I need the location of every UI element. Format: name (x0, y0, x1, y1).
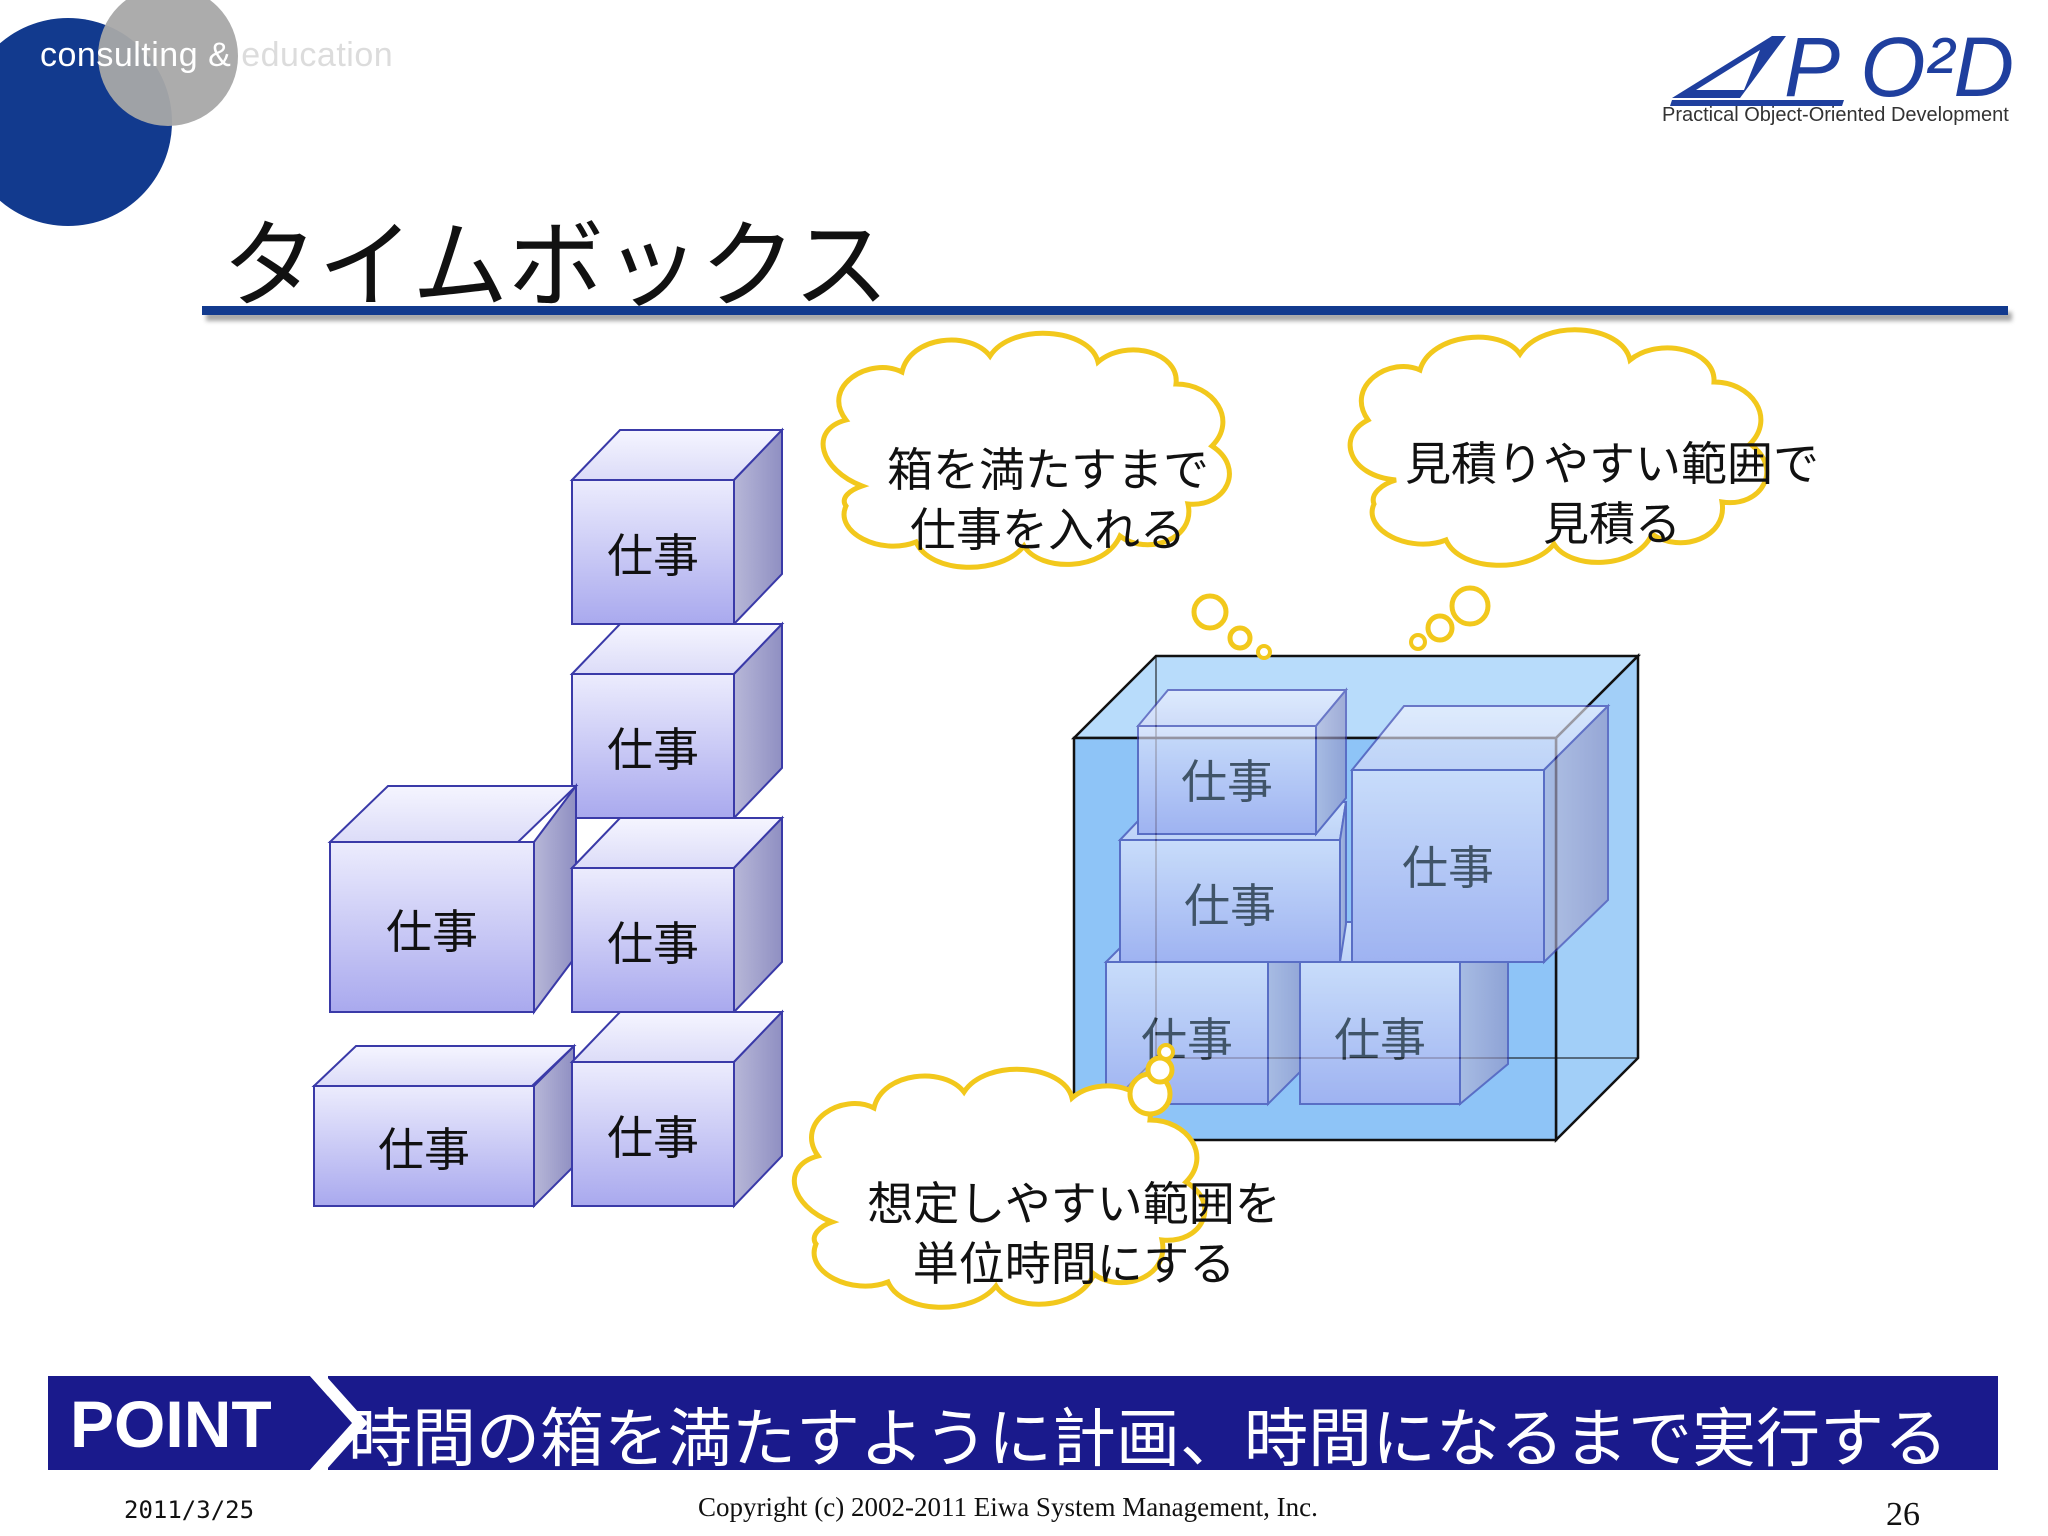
page-number: 26 (1886, 1496, 1920, 1533)
job-box: 仕事 (569, 815, 785, 1015)
logo-wedge-inner (1696, 50, 1760, 90)
thought-cloud-text: 単位時間にする (913, 1237, 1235, 1291)
point-arrow-shape (48, 1376, 352, 1470)
thought-cloud-text: 仕事を入れる (910, 503, 1186, 557)
job-box: 仕事 (569, 621, 785, 821)
footer-copyright: Copyright (c) 2002-2011 Eiwa System Mana… (698, 1492, 1318, 1522)
tagline-consulting: consulting (40, 36, 199, 74)
job-box-label: 仕事 (607, 529, 699, 583)
job-box-label: 仕事 (1334, 1013, 1426, 1067)
timebox-job-boxes: 仕事 仕事 仕事 仕事 仕事 (1103, 687, 1611, 1107)
tagline-ampersand: & (208, 36, 232, 74)
thought-cloud-text: 箱を満たすまで (887, 443, 1209, 497)
point-text-background (328, 1376, 1998, 1470)
job-box: 仕事 (569, 1009, 785, 1209)
point-chevron-separator (310, 1376, 368, 1470)
job-box-label: 仕事 (1402, 841, 1494, 895)
job-box: 仕事 (569, 427, 785, 627)
job-box: 仕事 (1349, 703, 1611, 965)
corner-decoration (0, 0, 238, 226)
job-box-label: 仕事 (1181, 755, 1273, 809)
footer-date: 2011/3/25 (124, 1496, 255, 1524)
job-box-label: 仕事 (378, 1123, 470, 1177)
tagline: consulting & education (40, 36, 393, 75)
thought-cloud: 箱を満たすまで 仕事を入れる (820, 330, 1272, 660)
job-box: 仕事 (311, 1043, 577, 1209)
job-box-stack: 仕事 仕事 仕事 仕事 仕事 (311, 427, 785, 1209)
thought-cloud: 想定しやすい範囲を 単位時間にする (791, 1043, 1281, 1310)
slide-title: タイムボックス (222, 210, 890, 322)
thought-cloud-text: 見積りやすい範囲で (1405, 437, 1819, 491)
apo2d-logo: P O²D (1670, 20, 2014, 114)
logo-wedge-shape (1672, 36, 1786, 98)
job-box-label: 仕事 (607, 723, 699, 777)
gray-circle-shape (98, 0, 238, 126)
logo-underline (1670, 100, 1844, 106)
job-box-label: 仕事 (607, 1111, 699, 1165)
logo-wordmark: P O²D (1784, 20, 2014, 114)
job-box-label: 仕事 (607, 917, 699, 971)
job-box-label: 仕事 (386, 905, 478, 959)
point-text: 時間の箱を満たすように計画、時間になるまで実行する (348, 1403, 1948, 1477)
thought-cloud: 見積りやすい範囲で 見積る (1347, 327, 1819, 651)
point-banner (48, 1376, 1998, 1470)
title-underline (202, 306, 2008, 315)
job-box: 仕事 (327, 783, 579, 1015)
tagline-education: education (241, 36, 394, 74)
thought-cloud-text: 見積る (1543, 497, 1681, 551)
point-label: POINT (70, 1387, 272, 1461)
job-box-label: 仕事 (1184, 879, 1276, 933)
job-box: 仕事 (1135, 687, 1349, 837)
thought-cloud-text: 想定しやすい範囲を (867, 1177, 1281, 1231)
logo-subtitle: Practical Object-Oriented Development (1662, 104, 2009, 126)
